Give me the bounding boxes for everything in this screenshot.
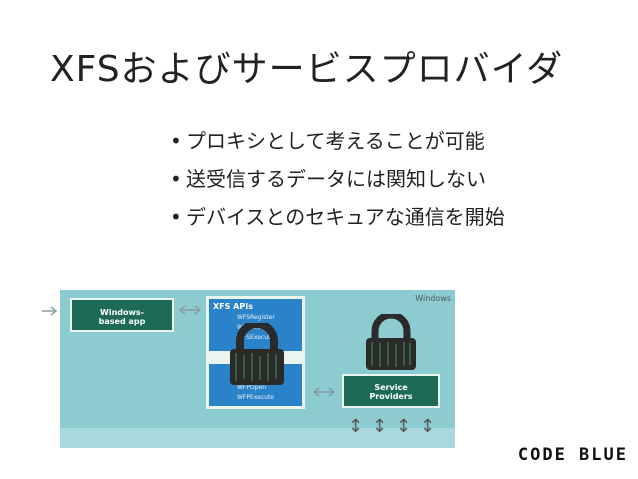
xfs-function: WFPExecute <box>237 394 274 401</box>
bullet-text: プロキシとして考えることが可能 <box>186 129 485 153</box>
bullet-text: デバイスとのセキュアな通信を開始 <box>186 205 505 229</box>
padlock-icon <box>226 320 288 391</box>
padlock-icon <box>362 311 420 376</box>
bullet-text: 送受信するデータには関知しない <box>186 167 486 191</box>
windows-app-box: Windows- based app <box>70 298 174 332</box>
xfs-function: WFSExecute <box>237 334 275 341</box>
provider-label-line2: Providers <box>369 392 413 401</box>
code-blue-logo: CODE BLUE <box>517 445 628 465</box>
bullet-list: •プロキシとして考えることが可能 •送受信するデータには関知しない •デバイスと… <box>170 122 505 236</box>
vertical-double-arrow-icon: ↕ <box>348 416 364 437</box>
app-label-line2: based app <box>98 317 146 326</box>
arrow-right-icon <box>42 304 58 320</box>
vertical-double-arrow-icon: ↕ <box>372 416 388 437</box>
bullet-dot: • <box>170 205 182 229</box>
service-providers-box: Service Providers <box>342 374 440 408</box>
double-arrow-icon <box>178 304 202 320</box>
xfs-function: WFPOpen <box>237 384 267 391</box>
xfs-api-title: XFS APIs <box>213 302 253 311</box>
provider-label-line1: Service <box>374 383 408 392</box>
vertical-double-arrow-icon: ↕ <box>396 416 412 437</box>
device-arrows: ↕ ↕ ↕ ↕ <box>346 416 436 448</box>
bullet-item: •送受信するデータには関知しない <box>170 160 505 198</box>
double-arrow-icon <box>312 386 336 402</box>
bullet-item: •プロキシとして考えることが可能 <box>170 122 505 160</box>
vertical-double-arrow-icon: ↕ <box>420 416 436 437</box>
bullet-dot: • <box>170 167 182 191</box>
bullet-dot: • <box>170 129 182 153</box>
bullet-item: •デバイスとのセキュアな通信を開始 <box>170 198 505 236</box>
app-label-line1: Windows- <box>100 308 144 317</box>
windows-label: Windows <box>415 294 451 303</box>
slide-title: XFSおよびサービスプロバイダ <box>50 49 564 90</box>
xfs-architecture-diagram: Windows Windows- based app XFS APIs WFSR… <box>60 290 455 448</box>
xfs-function: WFSRegister <box>237 314 275 321</box>
